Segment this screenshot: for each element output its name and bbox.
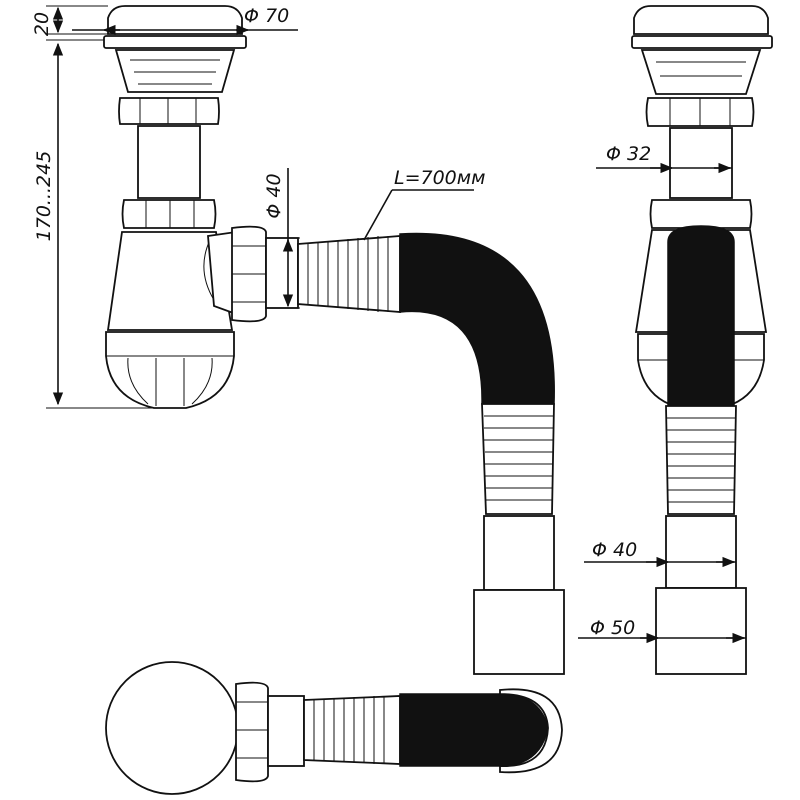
side-connector xyxy=(265,237,299,309)
side-drain-flange xyxy=(631,35,773,49)
bottle-nut xyxy=(121,199,217,229)
hose-vertical-corrugation xyxy=(484,415,553,501)
side-hose-vertical xyxy=(665,405,737,515)
upper-nut xyxy=(118,97,220,125)
side-drain-throat xyxy=(640,49,762,95)
top-connector xyxy=(267,695,305,767)
side-view-siphon xyxy=(631,5,773,675)
top-drain-cap xyxy=(105,661,239,795)
hose-dark-bend xyxy=(399,232,555,405)
drain-flange xyxy=(103,35,247,49)
front-view-hose xyxy=(297,232,565,675)
side-drain-cap xyxy=(633,5,769,35)
outlet-pipe-40 xyxy=(483,515,555,591)
top-union-nut xyxy=(235,681,269,783)
top-hose-light xyxy=(303,695,401,765)
dimensions: 20 170...245 Φ 70 Φ 40 L=700мм Φ 32 Φ 40 xyxy=(31,5,746,644)
bottle-body xyxy=(106,231,234,331)
outlet-pipe-50 xyxy=(473,589,565,675)
top-view-siphon xyxy=(105,661,563,795)
dim-d40-outlet: Φ 40 xyxy=(592,539,637,561)
drain-throat xyxy=(114,49,236,93)
side-outlet-pipe-40 xyxy=(665,515,737,589)
bottle-cup xyxy=(105,331,235,409)
dim-cap-height: 20 xyxy=(31,12,53,36)
hose-vertical-section xyxy=(481,403,555,515)
dim-height-range: 170...245 xyxy=(33,151,55,242)
side-bottle-nut xyxy=(649,199,753,229)
top-hose-corrugation xyxy=(313,696,385,764)
dim-d70: Φ 70 xyxy=(244,5,289,27)
front-view-siphon xyxy=(103,5,299,409)
top-hose-dark xyxy=(399,693,549,767)
hose-corrugation xyxy=(307,236,389,312)
dim-d40-side: Φ 40 xyxy=(263,173,285,218)
side-riser-pipe xyxy=(669,127,733,199)
riser-pipe xyxy=(137,125,201,199)
dim-d32: Φ 32 xyxy=(606,143,651,165)
hose-light-section xyxy=(297,235,401,313)
dim-d50: Φ 50 xyxy=(590,617,635,639)
side-outlet-pipe-50 xyxy=(655,587,747,675)
side-dark-hose xyxy=(667,225,735,407)
side-hose-corrugation xyxy=(667,417,735,503)
drain-cap xyxy=(107,5,243,35)
dim-hose-length: L=700мм xyxy=(394,167,485,189)
top-outlet-ring xyxy=(499,688,563,774)
